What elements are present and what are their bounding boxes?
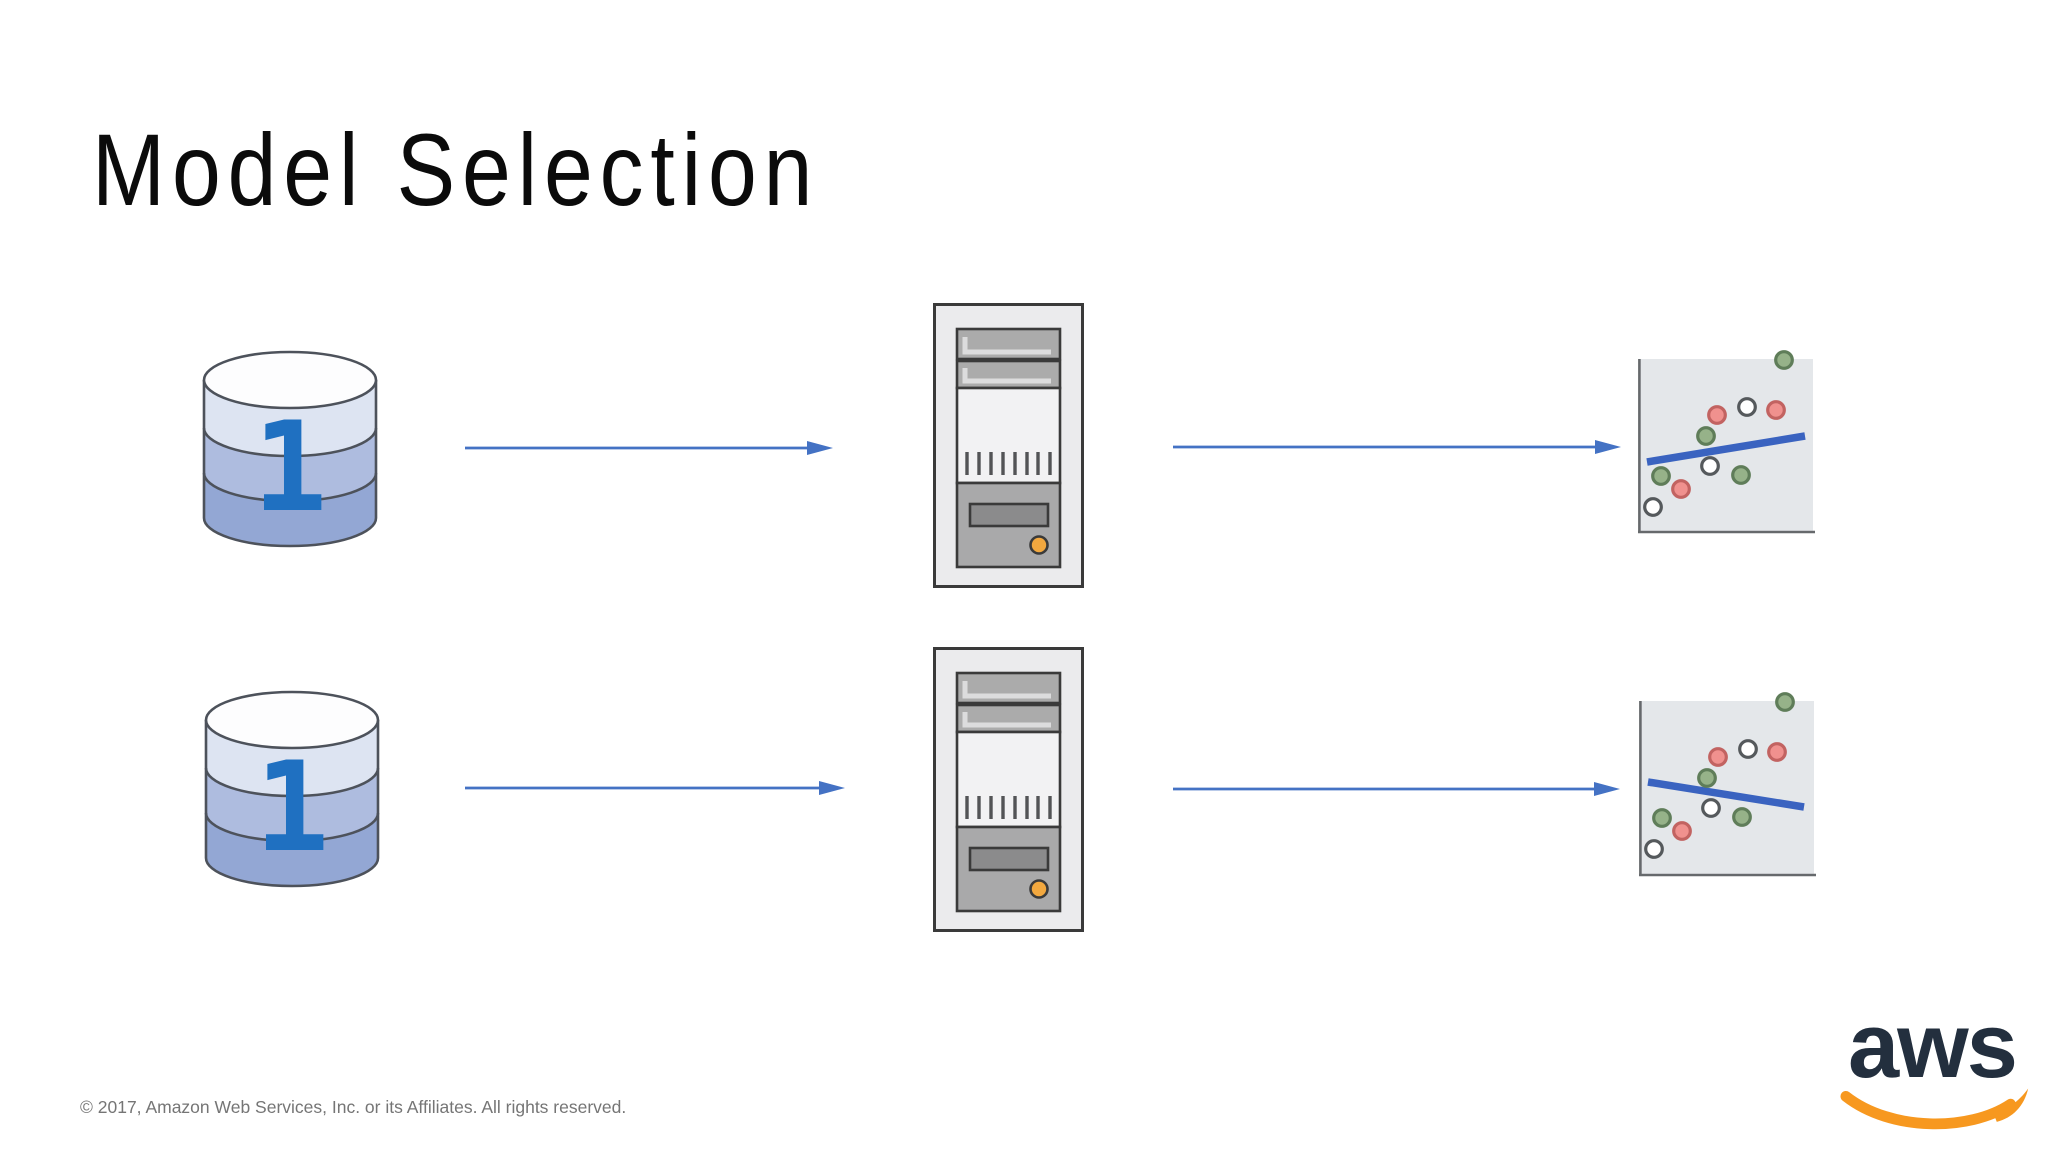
scatter-point-red: [1708, 747, 1728, 767]
scatter-point-green: [1731, 465, 1751, 485]
scatter-point-white: [1644, 839, 1664, 859]
copyright-notice: © 2017, Amazon Web Services, Inc. or its…: [80, 1097, 627, 1117]
scatter-point-red: [1766, 400, 1786, 420]
scatter-point-green: [1651, 466, 1671, 486]
server-tower-icon: [933, 303, 1084, 588]
server-icon: [933, 647, 1084, 932]
aws-logo: aws: [1840, 998, 2040, 1146]
scatter-point-white: [1643, 497, 1663, 517]
scatter-point-green: [1732, 807, 1752, 827]
scatter-point-white: [1738, 739, 1758, 759]
scatter-point-white: [1701, 798, 1721, 818]
server-tower-icon: [933, 647, 1084, 932]
arrow-right-icon: [1173, 440, 1621, 454]
aws-logo-text: aws: [1848, 995, 2018, 1097]
scatter-plot-model-1: [1638, 350, 1815, 534]
dataset-number-label: 1: [252, 396, 328, 540]
database-icon: 1: [202, 350, 378, 548]
scatter-point-red: [1767, 742, 1787, 762]
scatter-point-white: [1700, 456, 1720, 476]
arrow-right-icon: [1173, 782, 1620, 796]
server-icon: [933, 303, 1084, 588]
aws-smile-swoosh-icon: [1840, 1088, 2029, 1130]
scatter-point-green: [1774, 350, 1794, 370]
scatter-point-white: [1737, 397, 1757, 417]
scatter-point-green: [1696, 426, 1716, 446]
scatter-point-green: [1697, 768, 1717, 788]
scatter-plot-model-2: [1639, 692, 1816, 877]
scatter-point-green: [1652, 808, 1672, 828]
database-icon: 1: [204, 690, 380, 888]
database-cylinder-icon: [202, 350, 378, 548]
arrow-right-icon: [465, 441, 833, 455]
dataset-number-label: 1: [254, 736, 330, 880]
scatter-point-red: [1672, 821, 1692, 841]
scatter-point-red: [1671, 479, 1691, 499]
scatter-point-green: [1775, 692, 1795, 712]
arrow-right-icon: [465, 781, 845, 795]
scatter-point-red: [1707, 405, 1727, 425]
slide-title: Model Selection: [92, 113, 820, 228]
database-cylinder-icon: [204, 690, 380, 888]
